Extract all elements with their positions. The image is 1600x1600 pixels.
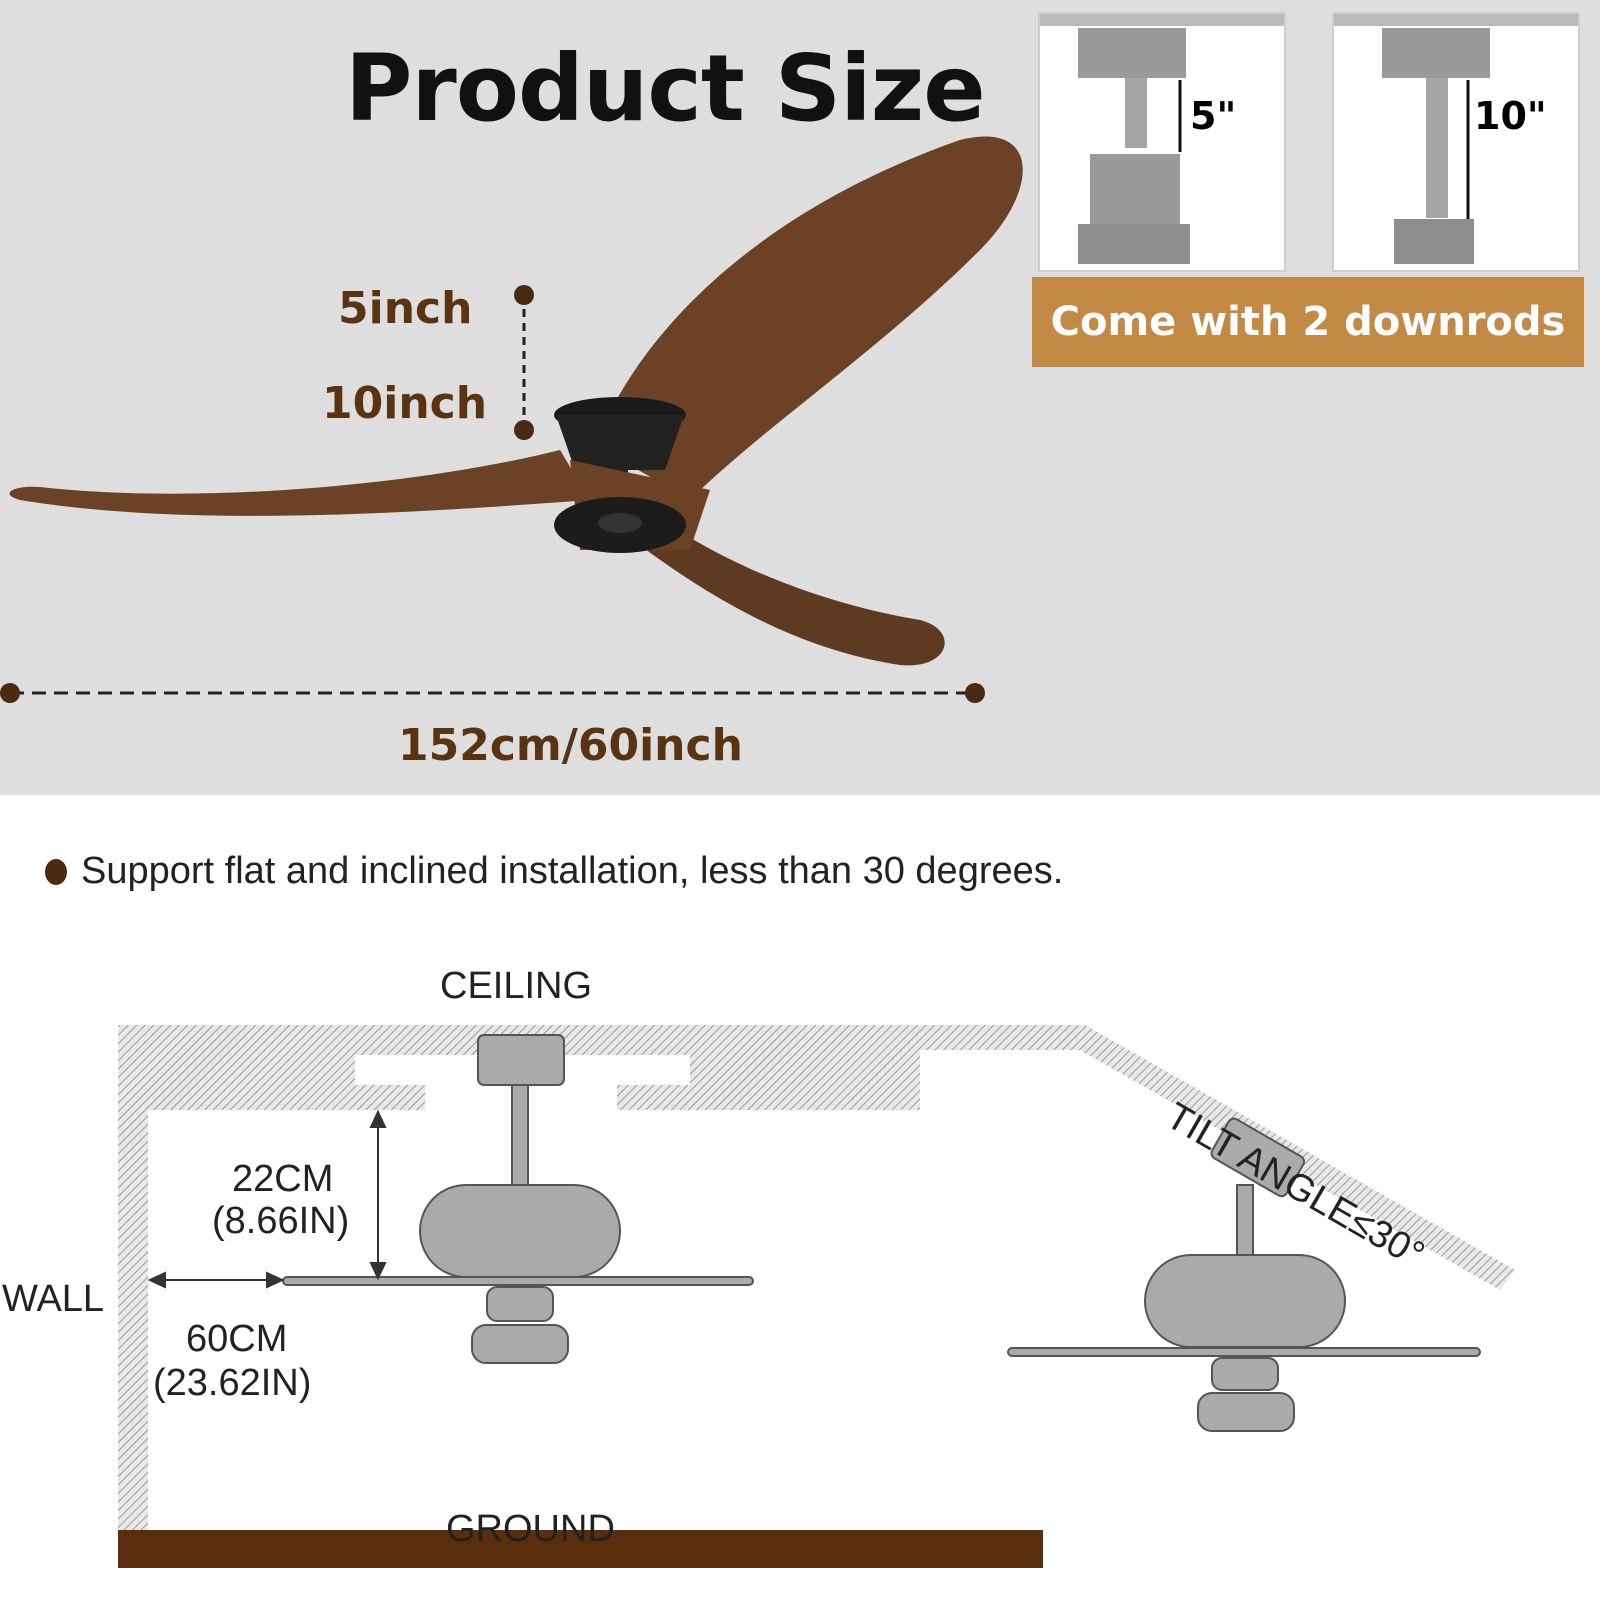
ceiling-label: CEILING — [440, 965, 593, 1007]
fan-blade-3 — [620, 510, 945, 666]
bullet-icon — [45, 858, 67, 885]
wall-cm-label: 60CM — [186, 1318, 288, 1360]
downrods-banner: Come with 2 downrods — [1032, 277, 1584, 367]
downrod-short-illustration — [1040, 14, 1284, 264]
wall-label: WALL — [2, 1278, 105, 1320]
fan-blade-1 — [595, 136, 1023, 500]
vertical-cm-label: 22CM — [232, 1158, 334, 1200]
tilted-mount-fan — [1007, 1117, 1481, 1432]
installation-note: Support flat and inclined installation, … — [45, 850, 1063, 893]
installation-diagram — [118, 1025, 1515, 1568]
dimension-arrows — [147, 1109, 387, 1289]
short-rod-label: 5" — [1190, 94, 1237, 138]
wall-in-label: (23.62IN) — [153, 1362, 312, 1404]
downrod-short-panel: 5" — [1038, 12, 1286, 272]
long-rod-label: 10" — [1474, 94, 1547, 138]
downrod-long-illustration — [1334, 14, 1578, 264]
flat-mount-fan — [282, 1034, 754, 1364]
page-title: Product Size — [345, 35, 986, 142]
ceiling-hatch — [118, 1025, 1085, 1110]
vertical-in-label: (8.66IN) — [212, 1200, 350, 1242]
ground-label: GROUND — [446, 1508, 615, 1550]
wall-hatch — [118, 1025, 148, 1530]
fan-blade-2 — [9, 450, 591, 516]
rod-label-10inch: 10inch — [322, 378, 488, 429]
span-label: 152cm/60inch — [398, 720, 743, 771]
installation-note-text: Support flat and inclined installation, … — [81, 850, 1064, 892]
ground-bar — [118, 1530, 1043, 1568]
downrod-long-panel: 10" — [1332, 12, 1580, 272]
rod-label-5inch: 5inch — [338, 283, 473, 334]
ceiling-fan-illustration — [0, 136, 1023, 703]
